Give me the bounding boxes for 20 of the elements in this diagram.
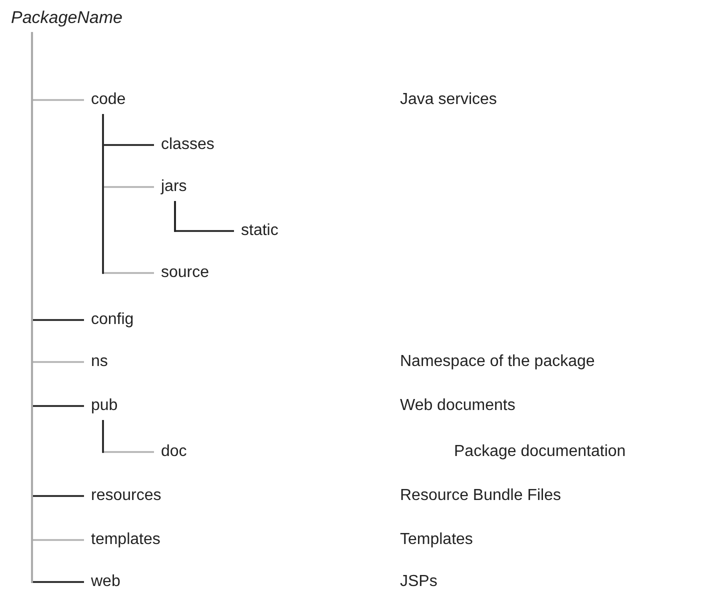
folder-name: classes <box>160 135 216 155</box>
folder-name: resources <box>90 486 162 506</box>
description-text: Templates <box>400 530 473 550</box>
folder-name: config <box>90 310 135 330</box>
folder-name: jars <box>160 177 188 197</box>
folder-name: ns <box>90 352 109 372</box>
description-text: Namespace of the package <box>400 352 595 372</box>
folder-name: source <box>160 263 210 283</box>
folder-name: doc <box>160 442 188 462</box>
folder-name: static <box>240 221 280 241</box>
description-text: Package documentation <box>454 442 626 462</box>
description-text: Resource Bundle Files <box>400 486 561 506</box>
folder-name: web <box>90 572 122 592</box>
folder-name: PackageName <box>10 8 124 28</box>
description-text: JSPs <box>400 572 438 592</box>
folder-name: code <box>90 90 127 110</box>
folder-name: templates <box>90 530 162 550</box>
folder-name: pub <box>90 396 119 416</box>
description-text: Java services <box>400 90 497 110</box>
description-text: Web documents <box>400 396 516 416</box>
